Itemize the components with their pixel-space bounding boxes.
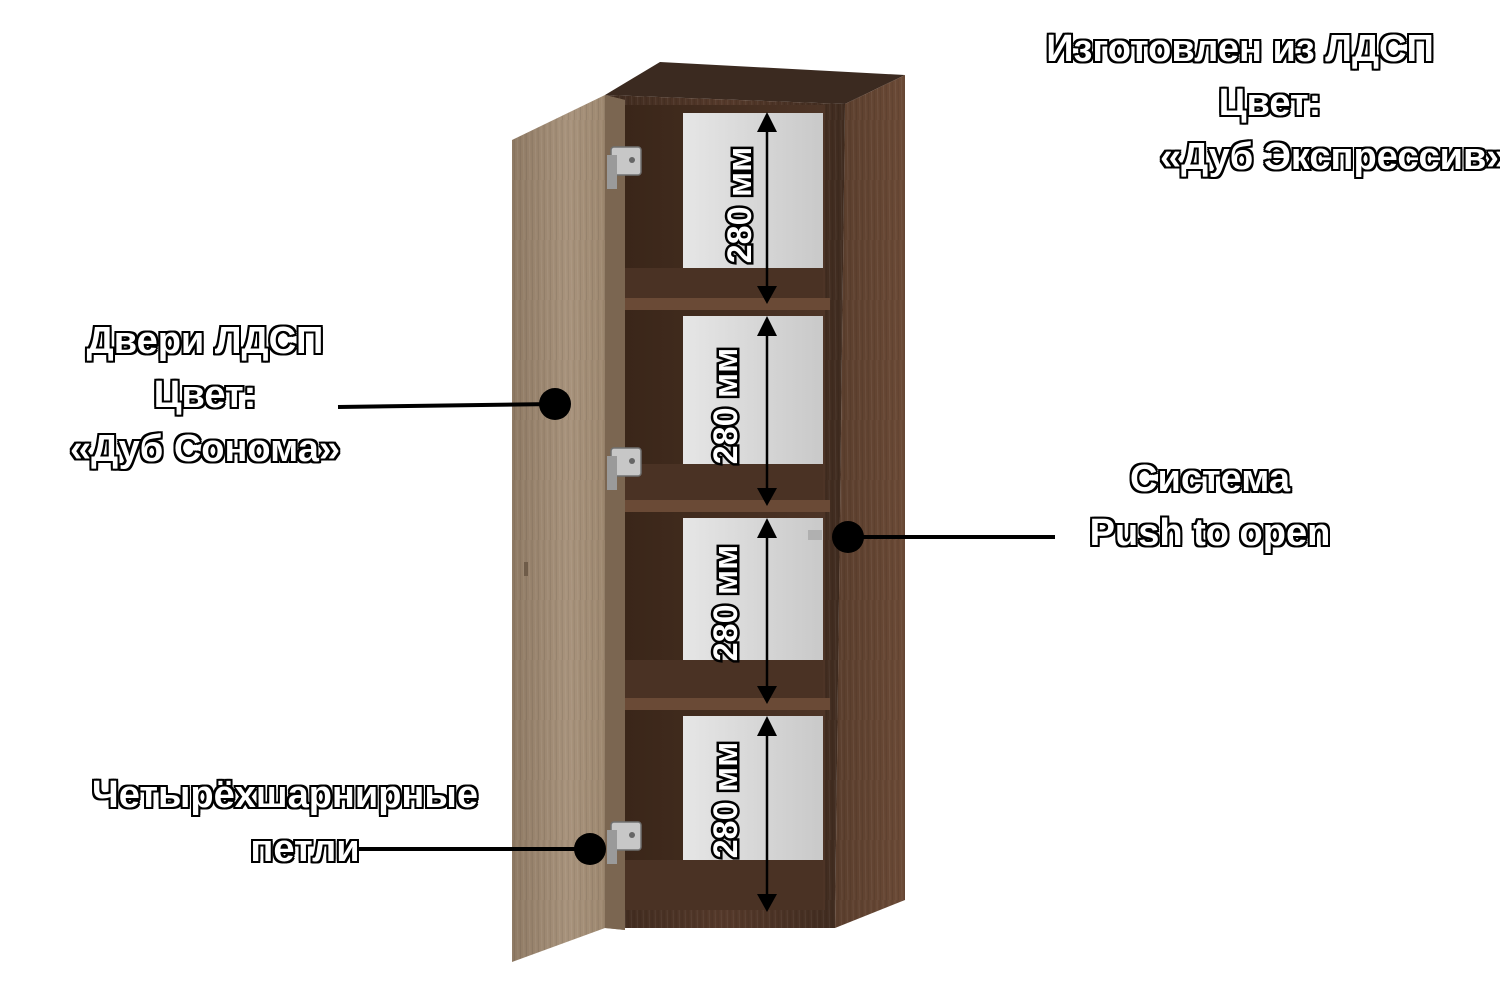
compartment-2	[625, 310, 825, 500]
doors-caption-line-2: Цвет:	[153, 373, 258, 417]
hinges-caption-line-2: петли	[249, 827, 361, 871]
doors-caption-line-1: Двери ЛДСП	[85, 319, 324, 363]
shelf-3	[620, 698, 830, 710]
compartment-3	[625, 512, 825, 698]
doors-caption-line-3: «Дуб Сонома»	[69, 427, 341, 471]
hinge-top	[607, 146, 642, 189]
dimension-arrow-1	[757, 112, 777, 304]
dimension-label-3: 280 мм	[707, 545, 745, 661]
push-to-open-caption: Система Push to open	[1060, 452, 1360, 560]
hinges-caption: Четырёхшарнирные петли	[60, 768, 510, 876]
hinge-middle	[607, 447, 642, 490]
push-caption-line-1: Система	[1129, 457, 1291, 501]
cabinet-top	[605, 62, 905, 104]
compartment-1	[625, 105, 825, 298]
shelf-1	[620, 298, 830, 310]
push-caption-line-2: Push to open	[1088, 511, 1331, 555]
material-caption: Изготовлен из ЛДСП Цвет: «Дуб Экспрессив…	[1030, 22, 1500, 184]
doors-caption: Двери ЛДСП Цвет: «Дуб Сонома»	[60, 314, 350, 476]
dimension-arrow-4	[757, 716, 777, 912]
dimension-arrow-3	[757, 518, 777, 704]
dimension-label-2: 280 мм	[707, 348, 745, 464]
material-caption-line-3: «Дуб Экспрессив»	[1159, 135, 1500, 179]
hinges-caption-line-1: Четырёхшарнирные	[91, 773, 479, 817]
leader-push-to-open	[832, 521, 1055, 553]
shelf-2	[620, 500, 830, 512]
leader-hinges	[358, 833, 606, 865]
material-caption-line-1: Изготовлен из ЛДСП	[1045, 27, 1435, 71]
compartment-4	[625, 710, 825, 910]
push-to-open-mechanism	[808, 530, 822, 540]
dimension-arrow-2	[757, 316, 777, 506]
dimension-label-4: 280 мм	[707, 742, 745, 858]
leader-doors	[337, 388, 571, 420]
dimension-label-1: 280 мм	[721, 147, 759, 263]
hinge-bottom	[607, 821, 642, 864]
material-caption-line-2: Цвет:	[1218, 81, 1323, 125]
